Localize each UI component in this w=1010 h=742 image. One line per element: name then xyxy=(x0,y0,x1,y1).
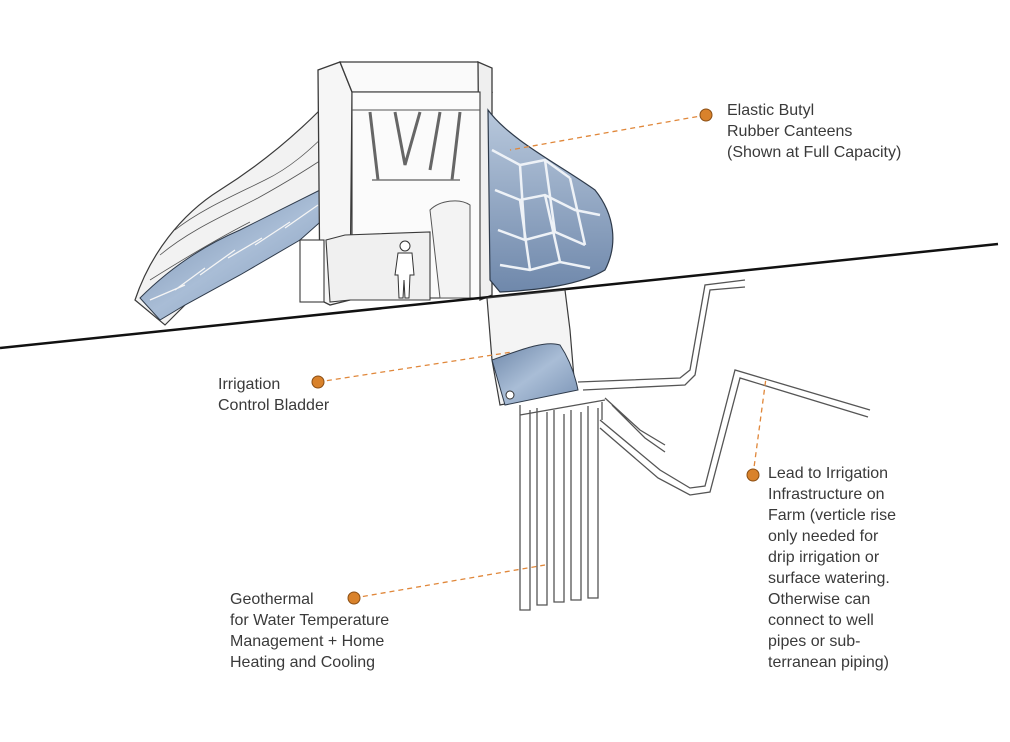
callout-dot-elastic xyxy=(699,108,713,122)
callout-dot-geothermal xyxy=(347,591,361,605)
geothermal-pipes xyxy=(519,399,606,611)
label-line: Heating and Cooling xyxy=(230,654,375,671)
label-line: Farm (verticle rise xyxy=(768,507,897,524)
label-line: for Water Temperature xyxy=(230,612,390,629)
label-line: terranean piping) xyxy=(768,654,889,671)
label-line: connect to well xyxy=(768,612,874,629)
label-line: only needed for xyxy=(768,528,879,545)
label-line: Irrigation xyxy=(218,376,281,393)
label-line: (Shown at Full Capacity) xyxy=(727,144,902,161)
label-line: Management + Home xyxy=(230,633,385,650)
control-bladder xyxy=(486,289,579,406)
label-line: pipes or sub- xyxy=(768,633,861,650)
callout-line-elastic xyxy=(509,114,707,151)
callout-lines xyxy=(317,114,767,599)
right-canteen-cluster xyxy=(487,108,614,293)
human-figure xyxy=(394,240,415,299)
label-line: Control Bladder xyxy=(218,397,330,414)
callout-line-lead xyxy=(752,377,767,476)
ground-line xyxy=(0,242,999,350)
callout-line-bladder xyxy=(317,351,513,383)
callout-dot-bladder xyxy=(311,375,325,389)
label-line: Geothermal xyxy=(230,591,314,608)
label-line: surface watering. xyxy=(768,570,890,587)
label-elastic-butyl-canteens: Elastic Butyl Rubber Canteens (Shown at … xyxy=(727,100,901,163)
label-line: Lead to Irrigation xyxy=(768,465,889,482)
house-structure xyxy=(299,61,494,306)
callout-dots xyxy=(311,108,760,605)
label-line: Infrastructure on xyxy=(768,486,885,503)
label-line: Rubber Canteens xyxy=(727,123,853,140)
callout-dot-lead xyxy=(746,468,760,482)
label-line: Otherwise can xyxy=(768,591,871,608)
label-line: Elastic Butyl xyxy=(727,102,815,119)
label-line: drip irrigation or xyxy=(768,549,880,566)
label-geothermal: Geothermal for Water Temperature Managem… xyxy=(230,589,389,673)
label-irrigation-control-bladder: Irrigation Control Bladder xyxy=(218,374,329,416)
left-canteen-cluster xyxy=(134,99,351,326)
label-lead-to-irrigation: Lead to Irrigation Infrastructure on Far… xyxy=(768,463,896,673)
irrigation-lead-pipes xyxy=(577,279,871,496)
